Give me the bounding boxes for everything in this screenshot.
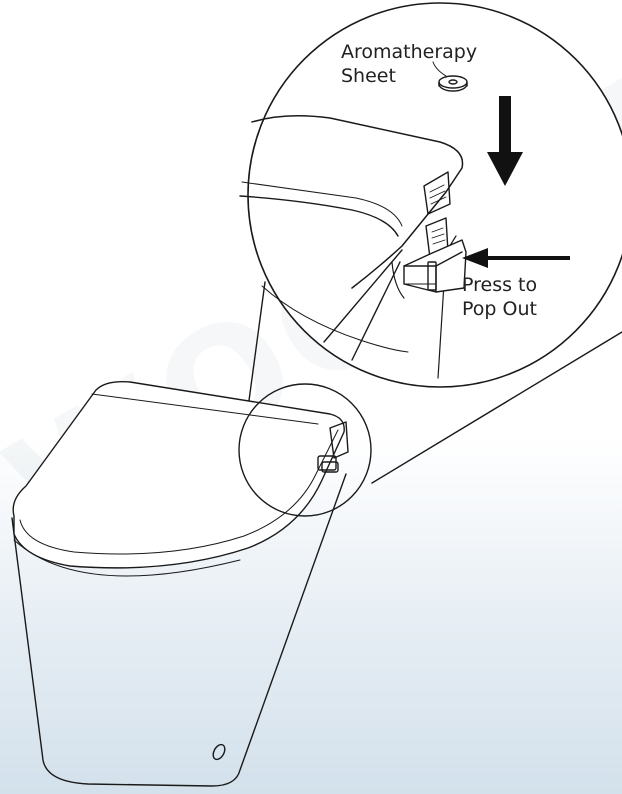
control-panel-small <box>317 421 349 473</box>
detail-circle-small <box>238 383 372 517</box>
aromatherapy-label-line1: Aromatherapy <box>341 41 478 63</box>
press-to-pop-out-label: Press to Pop Out <box>462 273 537 321</box>
press-label-line2: Pop Out <box>462 298 537 320</box>
zoomed-lid <box>239 115 464 379</box>
insert-arrow-down <box>487 96 523 186</box>
aromatherapy-sheet-label: Aromatherapy Sheet <box>341 40 477 88</box>
zoom-connector-right <box>371 331 622 484</box>
aromatherapy-sheet <box>438 75 468 92</box>
press-label-line1: Press to <box>462 274 538 296</box>
aroma-dispenser <box>391 239 467 299</box>
press-arrow-left <box>462 248 570 268</box>
zoom-circle-large <box>247 2 622 388</box>
aromatherapy-label-line2: Sheet <box>341 65 396 87</box>
toilet-lid <box>12 380 345 569</box>
sheet-leader-line <box>432 61 447 77</box>
